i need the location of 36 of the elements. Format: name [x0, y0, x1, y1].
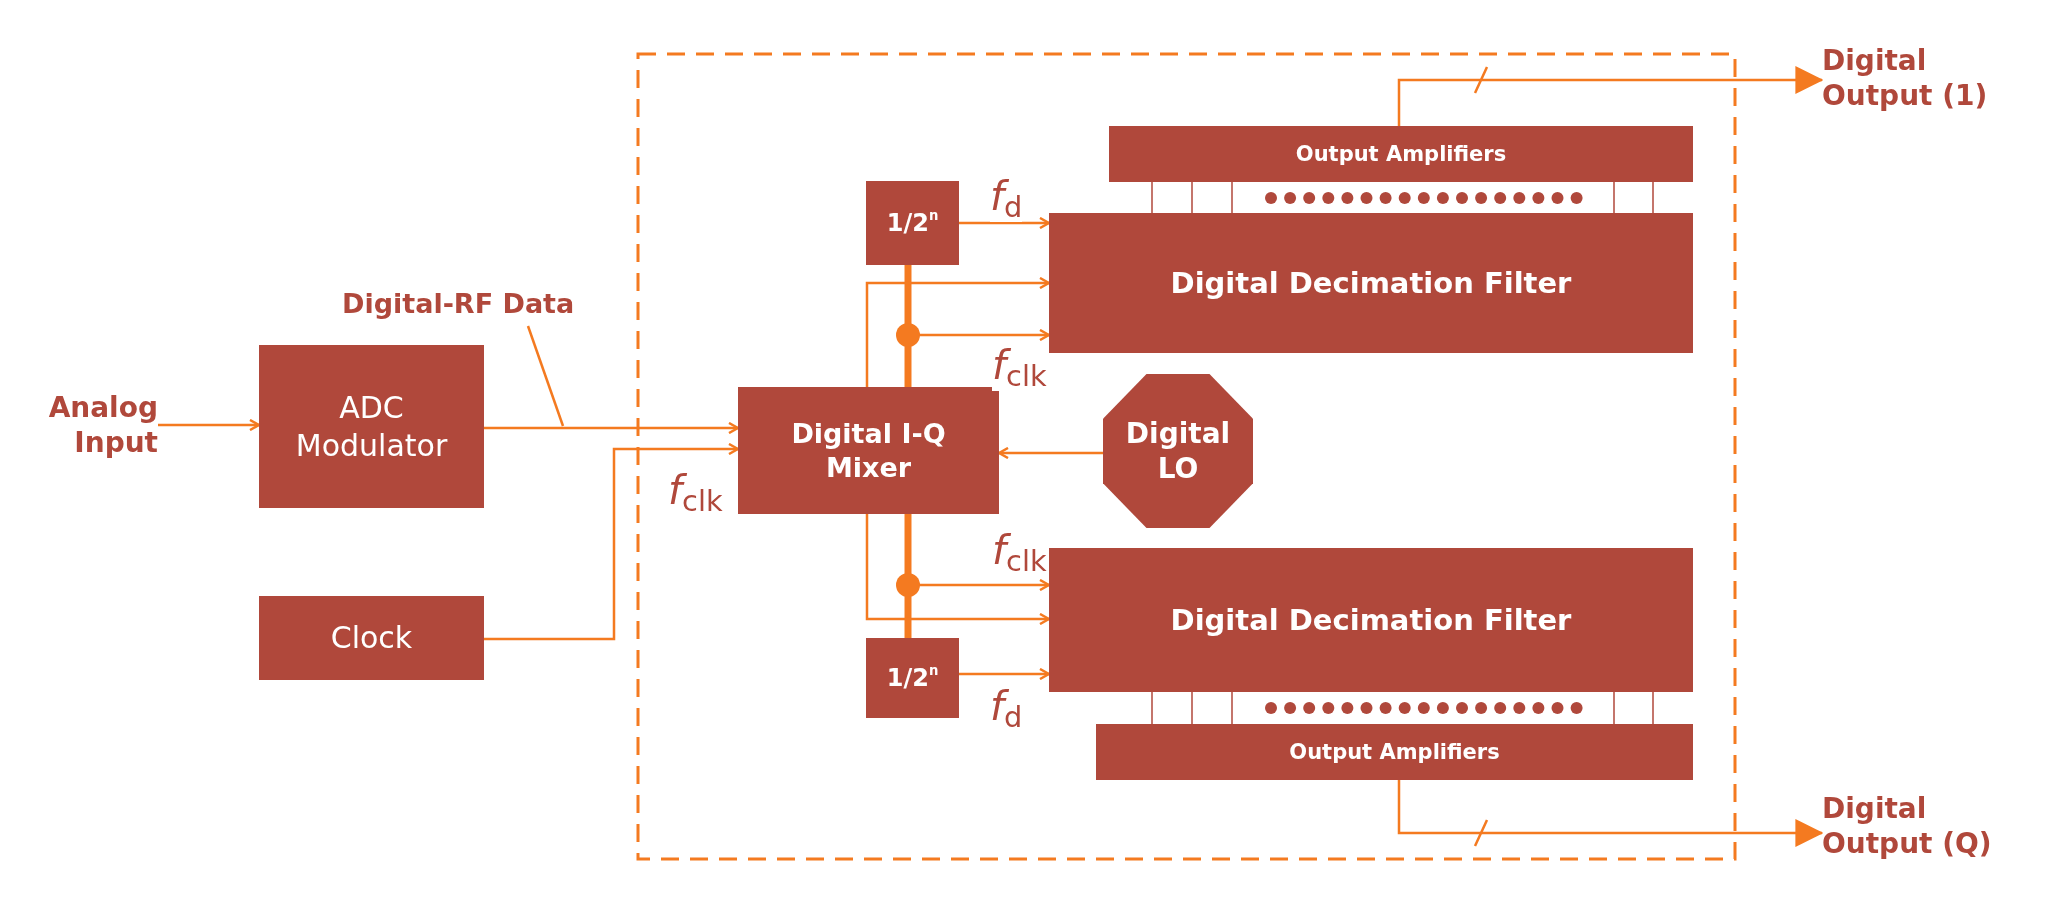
connector-line	[1151, 691, 1153, 725]
process-block: Output Amplifiers	[1109, 126, 1693, 182]
connector-line	[1151, 181, 1153, 214]
arrow	[959, 667, 1051, 681]
arrow	[865, 276, 1051, 387]
io-label: Digital Output (Q)	[1822, 784, 2032, 868]
connector-line	[1613, 691, 1615, 725]
arrow	[1397, 780, 1824, 847]
arrow	[484, 421, 740, 435]
connector-line	[1652, 181, 1654, 214]
io-label: Digital Output (1)	[1822, 36, 2022, 120]
connector-line	[1231, 181, 1233, 214]
connector-line	[1231, 691, 1233, 725]
connector-line	[1191, 691, 1193, 725]
arrow	[865, 514, 1051, 626]
edge-label: f$_{d}$	[990, 176, 1023, 222]
process-block: Digital Decimation Filter	[1049, 213, 1693, 353]
arrow	[484, 442, 740, 641]
process-block: Clock	[259, 596, 484, 680]
process-block: 1/2$^{n}$	[866, 638, 959, 718]
process-block: Output Amplifiers	[1096, 724, 1693, 780]
process-block: ADC Modulator	[259, 345, 484, 508]
process-block: Digital Decimation Filter	[1049, 548, 1693, 692]
connector-line	[1613, 181, 1615, 214]
edge-label: f$_{clk}$	[992, 345, 1047, 391]
io-label: Analog Input	[28, 383, 158, 467]
arrow	[959, 216, 1051, 230]
arrow	[1397, 66, 1824, 126]
process-block: 1/2$^{n}$	[866, 181, 959, 265]
edge-label: Digital-RF Data	[342, 290, 575, 317]
connector-line	[1652, 691, 1654, 725]
octagon-block: Digital LO	[1103, 374, 1253, 528]
connector-line	[1191, 181, 1193, 214]
dashed-boundary	[636, 52, 1737, 861]
arrow	[158, 418, 261, 432]
process-block: Digital I-Q Mixer	[738, 387, 999, 514]
